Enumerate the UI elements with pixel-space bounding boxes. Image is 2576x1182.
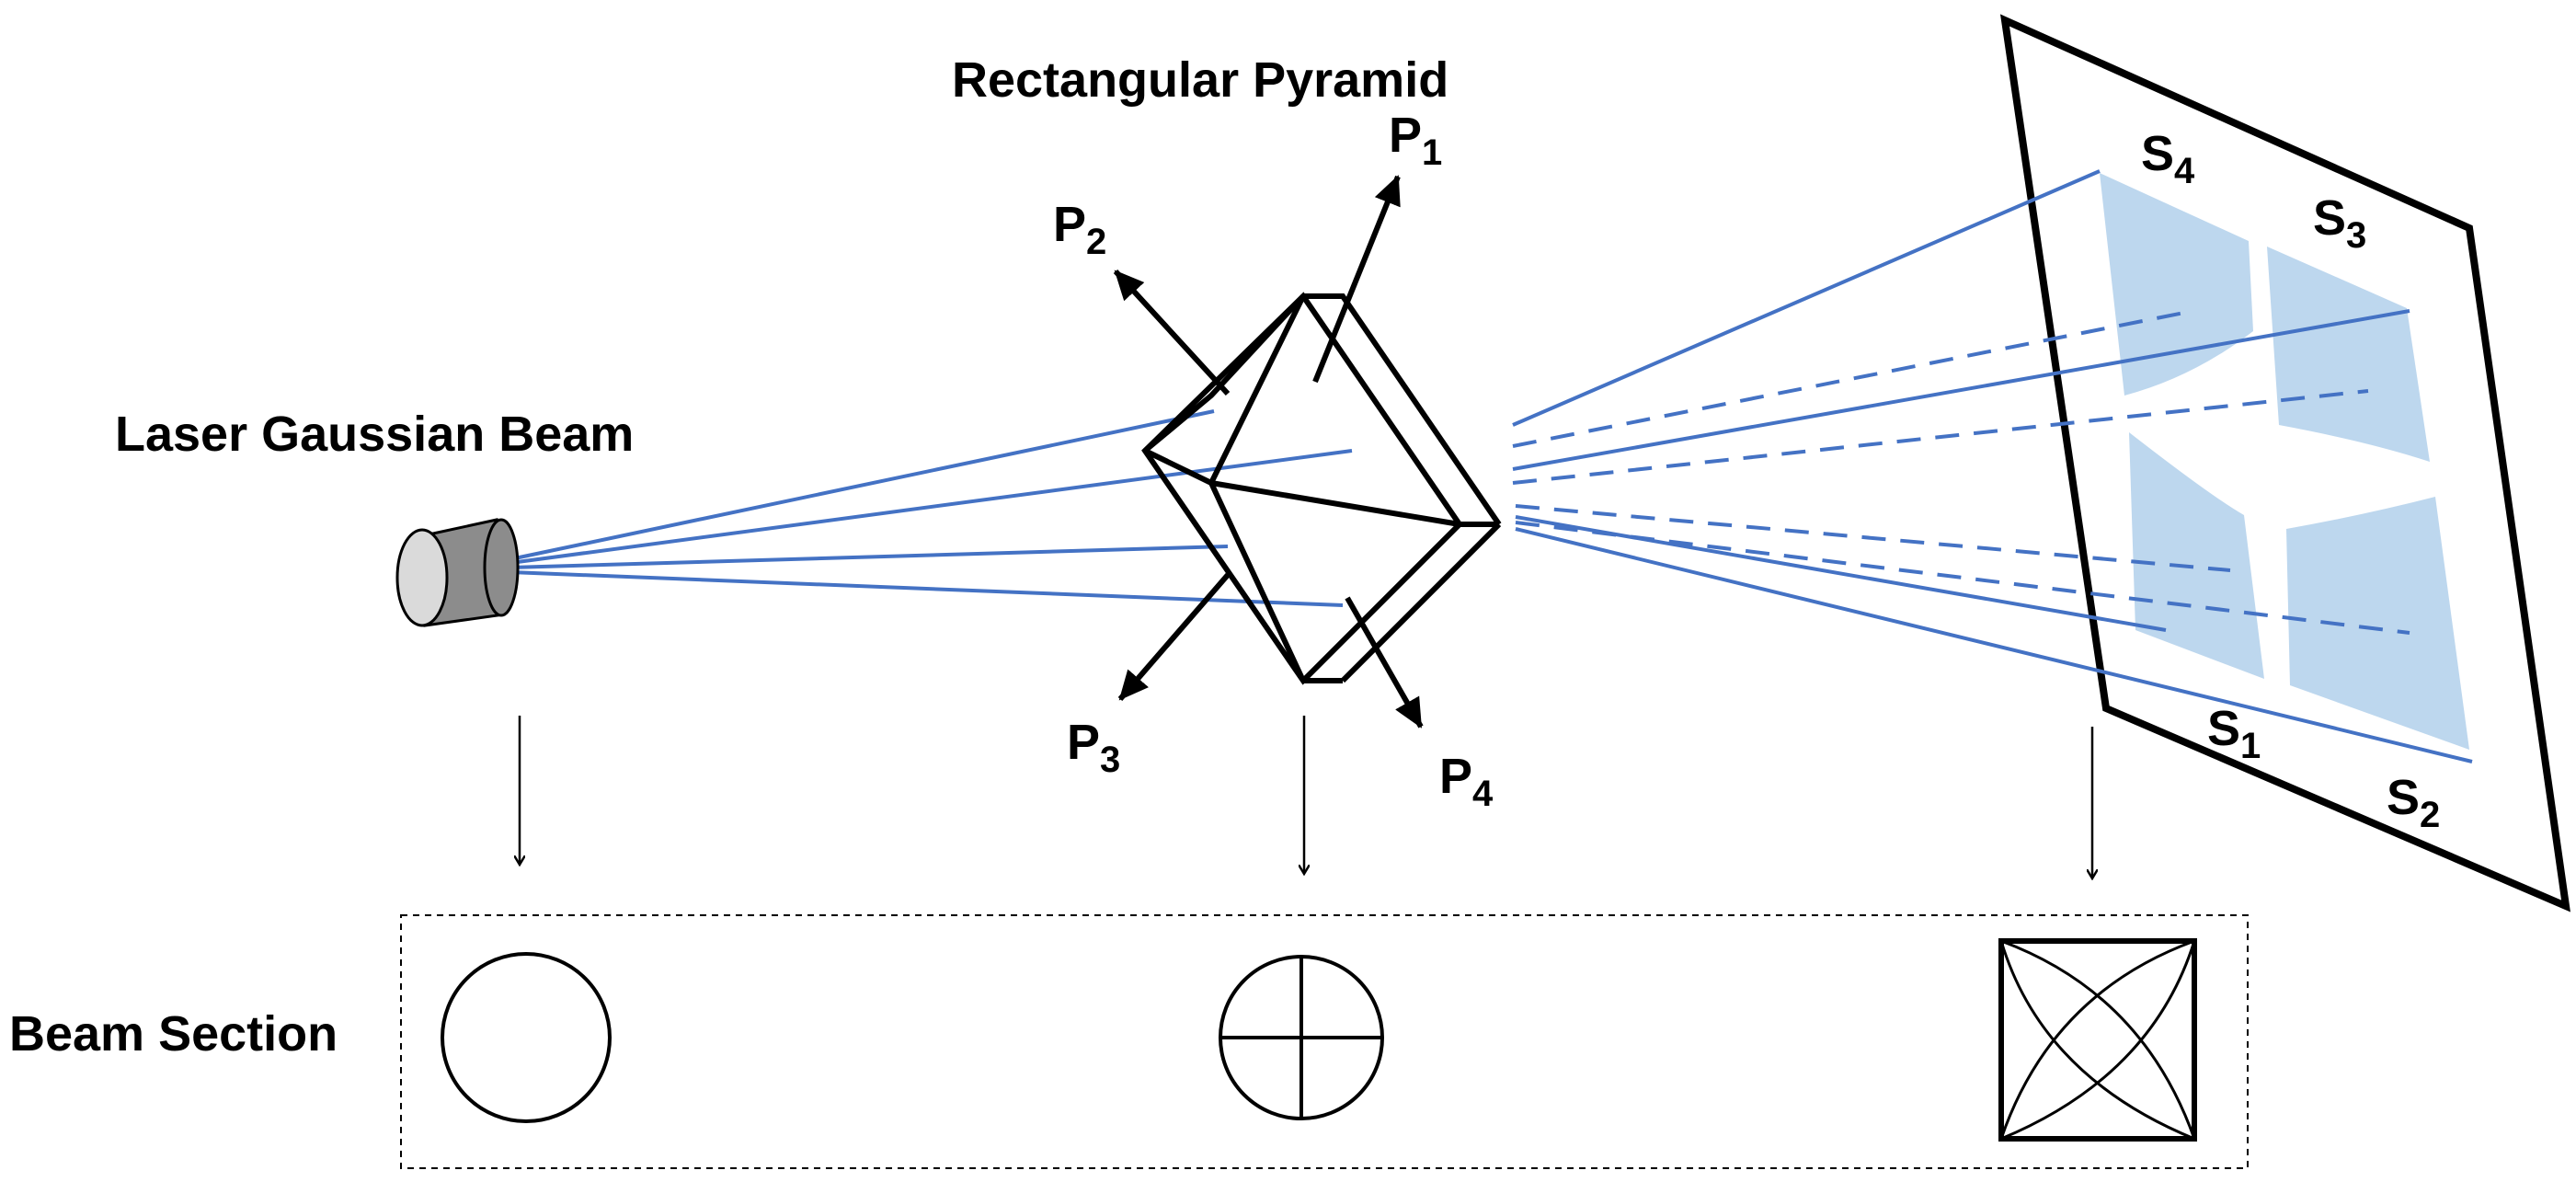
label-p3: P3 bbox=[1067, 715, 1120, 780]
pyramid-title: Rectangular Pyramid bbox=[952, 52, 1448, 108]
plane-arrows bbox=[1113, 175, 1424, 729]
down-arrows bbox=[520, 716, 2092, 878]
arrow-p3 bbox=[1117, 573, 1231, 701]
label-p1: P1 bbox=[1389, 108, 1442, 173]
beam-section-box bbox=[400, 914, 2249, 1169]
label-p4: P4 bbox=[1439, 749, 1494, 814]
rectangular-pyramid bbox=[1141, 292, 1502, 685]
arrow-p1 bbox=[1312, 175, 1401, 384]
label-p2: P2 bbox=[1053, 197, 1106, 262]
spot-s3 bbox=[2267, 247, 2430, 462]
spot-s4 bbox=[2100, 173, 2253, 396]
laser-source-icon bbox=[395, 518, 520, 627]
quartered-circle-section-icon bbox=[1219, 955, 1384, 1120]
label-s4: S4 bbox=[2141, 126, 2195, 191]
label-s1: S1 bbox=[2207, 701, 2261, 766]
screen-spots bbox=[2100, 173, 2469, 750]
outgoing-rays bbox=[1512, 169, 2473, 763]
laser-label: Laser Gaussian Beam bbox=[115, 407, 634, 462]
square-crossed-section-icon bbox=[1998, 938, 2197, 1142]
label-s3: S3 bbox=[2313, 190, 2366, 256]
beam-section-label: Beam Section bbox=[9, 1006, 338, 1062]
circle-section-icon bbox=[441, 952, 612, 1123]
screen bbox=[1999, 14, 2570, 912]
spot-s2 bbox=[2286, 497, 2469, 750]
spot-s1 bbox=[2129, 432, 2264, 679]
arrow-p4 bbox=[1345, 596, 1424, 729]
arrow-p2 bbox=[1113, 269, 1231, 396]
label-s2: S2 bbox=[2387, 770, 2440, 835]
